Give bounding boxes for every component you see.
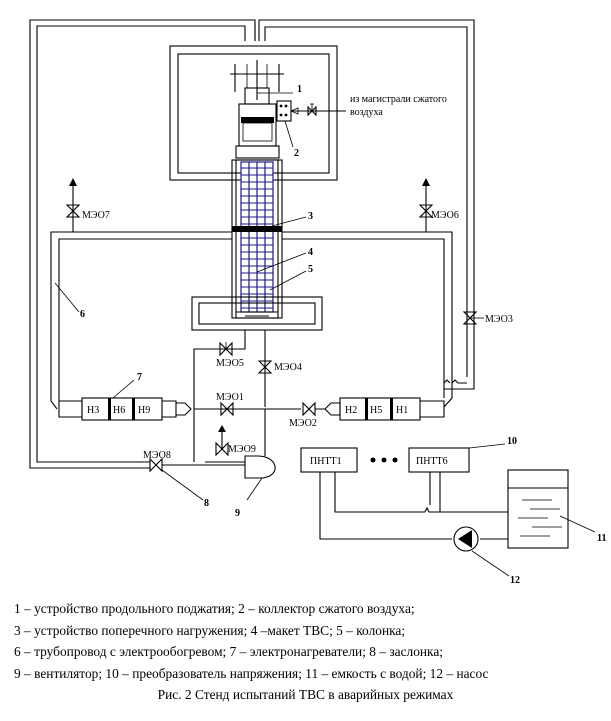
converter-1 bbox=[300, 447, 452, 540]
label-meo8: МЭО8 bbox=[143, 450, 171, 461]
air-collector bbox=[276, 100, 346, 122]
ellipsis-dots bbox=[370, 457, 398, 463]
valve-meo3 bbox=[462, 311, 478, 325]
air-source-label-line2: воздуха bbox=[350, 107, 383, 118]
callout-4: 4 bbox=[308, 247, 313, 258]
callout-12: 12 bbox=[510, 575, 520, 586]
air-source-label-line1: из магистрали сжатого bbox=[350, 94, 447, 105]
valve-meo7 bbox=[65, 178, 81, 232]
label-meo6: МЭО6 bbox=[431, 210, 459, 221]
label-meo7: МЭО7 bbox=[82, 210, 110, 221]
heater-left-2: Н6 bbox=[113, 405, 125, 416]
valve-meo8 bbox=[149, 457, 245, 473]
heater-left-3: Н9 bbox=[138, 405, 150, 416]
callout-3: 3 bbox=[308, 211, 313, 222]
test-stand-diagram: из магистрали сжатого воздуха bbox=[29, 19, 606, 586]
heater-left-1: Н3 bbox=[87, 405, 99, 416]
callout-2: 2 bbox=[294, 148, 299, 159]
label-meo5: МЭО5 bbox=[216, 358, 244, 369]
heater-right-3: Н1 bbox=[396, 405, 408, 416]
callout-6: 6 bbox=[80, 309, 85, 320]
callout-1: 1 bbox=[297, 84, 302, 95]
valve-meo6 bbox=[418, 178, 434, 232]
heater-train-right bbox=[315, 397, 445, 421]
valve-meo1 bbox=[220, 401, 234, 417]
inner-network bbox=[193, 330, 301, 462]
valve-meo4 bbox=[257, 360, 273, 374]
callout-10: 10 bbox=[507, 436, 517, 447]
callout-7: 7 bbox=[137, 372, 142, 383]
converter-6-label: ПНТТ6 bbox=[416, 456, 448, 467]
callout-8: 8 bbox=[204, 498, 209, 509]
main-loop-pipe bbox=[50, 231, 453, 410]
legend-line: 1 – устройство продольного поджатия; 2 –… bbox=[14, 601, 415, 616]
valve-meo9 bbox=[215, 425, 229, 457]
column-assembly bbox=[230, 60, 284, 319]
legend-line: 9 – вентилятор; 10 – преобразователь нап… bbox=[14, 665, 489, 681]
label-meo9: МЭО9 bbox=[228, 444, 256, 455]
heater-right-1: Н2 bbox=[345, 405, 357, 416]
heater-train-left bbox=[58, 397, 192, 421]
legend: 1 – устройство продольного поджатия; 2 –… bbox=[14, 598, 606, 684]
water-tank bbox=[480, 469, 569, 549]
lower-chamber bbox=[191, 296, 323, 331]
callout-5: 5 bbox=[308, 264, 313, 275]
legend-line: 3 – устройство поперечного нагружения; 4… bbox=[14, 622, 406, 638]
valve-meo5 bbox=[219, 341, 233, 357]
valve-meo2 bbox=[302, 401, 316, 417]
label-meo2: МЭО2 bbox=[289, 418, 317, 429]
label-meo4: МЭО4 bbox=[274, 362, 302, 373]
pump bbox=[453, 526, 479, 552]
converter-1-label: ПНТТ1 bbox=[310, 456, 342, 467]
label-meo3: МЭО3 bbox=[485, 314, 513, 325]
callout-9: 9 bbox=[235, 508, 240, 519]
outer-loop-pipes bbox=[29, 19, 475, 469]
leader-lines bbox=[54, 92, 596, 577]
legend-line: 6 – трубопровод с электрообогревом; 7 – … bbox=[14, 644, 444, 659]
heater-right-2: Н5 bbox=[370, 405, 382, 416]
callout-11: 11 bbox=[597, 533, 606, 544]
converter-6 bbox=[408, 447, 508, 513]
figure-caption: Рис. 2 Стенд испытаний ТВС в аварийных р… bbox=[157, 687, 454, 702]
label-meo1: МЭО1 bbox=[216, 392, 244, 403]
fan bbox=[205, 409, 276, 479]
